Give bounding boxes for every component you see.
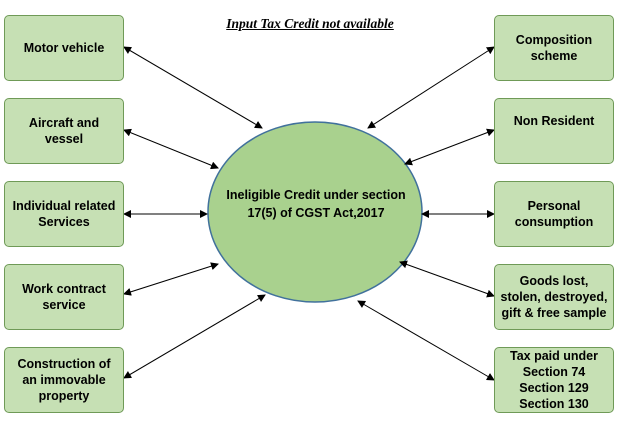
arrow-aircraft-vessel [123, 128, 219, 170]
box-label: Construction of an immovable property [17, 357, 111, 403]
arrow-work-contract [123, 262, 219, 296]
arrow-non-resident [404, 128, 495, 166]
box-label: Individual related Services [12, 199, 116, 229]
arrow-tax-paid [357, 300, 495, 381]
box-label: Composition scheme [515, 33, 593, 63]
box-label: Work contract service [22, 282, 106, 312]
box-goods-lost: Goods lost, stolen, destroyed, gift & fr… [494, 264, 614, 330]
box-label: Tax paid under Section 74 Section 129 Se… [510, 349, 598, 411]
box-label: Non Resident [513, 114, 595, 128]
arrow-composition-scheme [367, 46, 495, 129]
box-motor-vehicle: Motor vehicle [4, 15, 124, 81]
box-label: Motor vehicle [23, 41, 105, 55]
arrow-motor-vehicle [123, 46, 263, 129]
box-work-contract: Work contract service [4, 264, 124, 330]
box-tax-paid: Tax paid under Section 74 Section 129 Se… [494, 347, 614, 413]
box-label: Aircraft and vessel [28, 116, 100, 146]
box-label: Goods lost, stolen, destroyed, gift & fr… [500, 274, 608, 320]
arrow-goods-lost [399, 260, 495, 298]
box-individual-services: Individual related Services [4, 181, 124, 247]
box-aircraft-vessel: Aircraft and vessel [4, 98, 124, 164]
box-non-resident: Non Resident [494, 98, 614, 164]
arrow-immovable-property [123, 294, 266, 379]
diagram-title: Input Tax Credit not available [226, 16, 394, 31]
center-label: Ineligible Credit under section 17(5) of… [226, 188, 406, 220]
box-personal-consumption: Personal consumption [494, 181, 614, 247]
box-label: Personal consumption [514, 199, 594, 229]
box-immovable-property: Construction of an immovable property [4, 347, 124, 413]
box-composition-scheme: Composition scheme [494, 15, 614, 81]
